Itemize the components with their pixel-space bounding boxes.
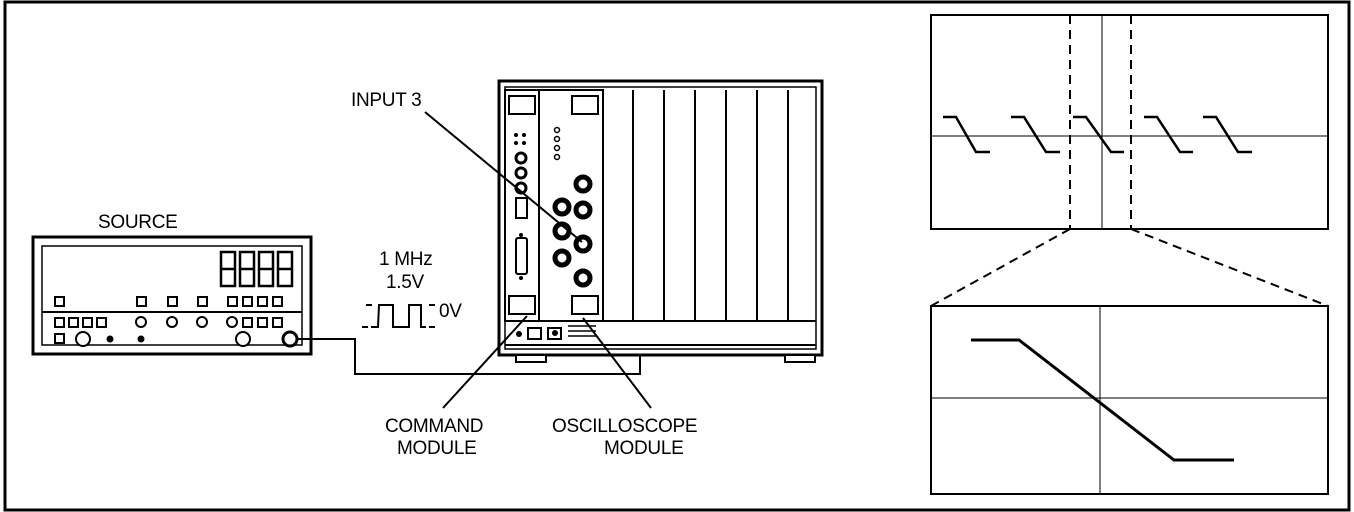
input3-label: INPUT 3 bbox=[351, 90, 421, 111]
command-leader bbox=[442, 315, 528, 409]
command-label-line2: MODULE bbox=[397, 438, 477, 459]
source-case bbox=[31, 235, 313, 356]
oscilloscope-module bbox=[538, 89, 604, 322]
command-module bbox=[504, 89, 540, 322]
oscilloscope-label-line2: MODULE bbox=[604, 438, 684, 459]
source-label: SOURCE bbox=[98, 212, 178, 233]
mainframe-controls bbox=[516, 325, 596, 340]
source-output-connector bbox=[281, 330, 299, 348]
scope-display-top bbox=[930, 14, 1329, 230]
figure-border bbox=[3, 0, 1351, 512]
square-wave bbox=[371, 304, 426, 328]
source-panel bbox=[41, 245, 303, 346]
amplitude-label: 1.5V bbox=[386, 272, 425, 293]
zoom-projection-right bbox=[1130, 228, 1329, 307]
signal-annotation: 1 MHz 1.5V 0V bbox=[362, 249, 463, 328]
baseline-label: 0V bbox=[439, 301, 462, 322]
oscilloscope-label-line1: OSCILLOSCOPE bbox=[552, 416, 697, 437]
source-keys-bottom bbox=[54, 331, 251, 347]
mainframe-foot-left bbox=[515, 354, 547, 363]
input3-leader bbox=[424, 111, 583, 243]
zoom-projection-left bbox=[930, 228, 1071, 307]
frequency-label: 1 MHz bbox=[379, 249, 432, 270]
zoom-ramp-waveform bbox=[971, 338, 1234, 462]
signal-source: SOURCE bbox=[31, 212, 313, 356]
command-label-line1: COMMAND bbox=[385, 416, 483, 437]
source-keys-top bbox=[54, 296, 283, 307]
source-keys-middle bbox=[54, 316, 283, 328]
oscilloscope-leader bbox=[582, 317, 652, 409]
mainframe bbox=[497, 79, 824, 363]
mainframe-foot-right bbox=[784, 354, 816, 363]
scope-display-zoom bbox=[930, 305, 1329, 495]
ramp-waveform bbox=[943, 115, 1252, 154]
source-display bbox=[219, 250, 294, 288]
